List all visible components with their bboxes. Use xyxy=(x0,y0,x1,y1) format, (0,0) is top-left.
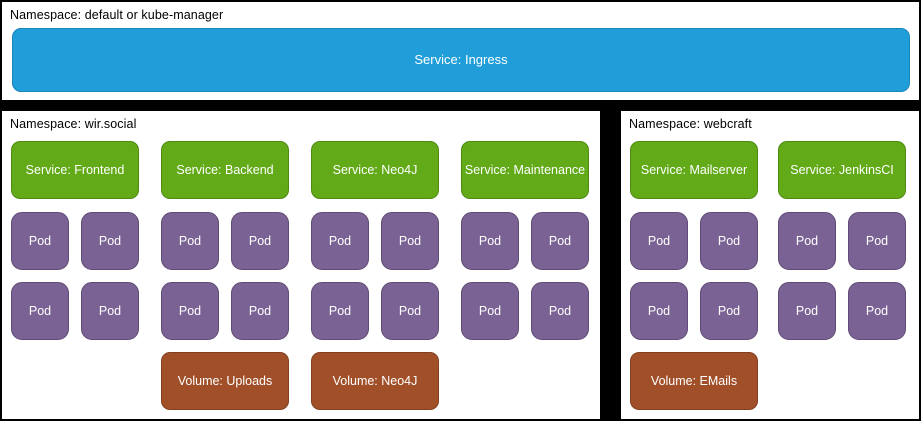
service-mailserver[interactable]: Service: Mailserver xyxy=(630,141,758,199)
pod[interactable]: Pod xyxy=(81,282,139,340)
namespace-label-default: Namespace: default or kube-manager xyxy=(10,8,224,22)
pod[interactable]: Pod xyxy=(700,282,758,340)
service-ingress[interactable]: Service: Ingress xyxy=(12,28,910,92)
service-frontend[interactable]: Service: Frontend xyxy=(11,141,139,199)
pod[interactable]: Pod xyxy=(630,212,688,270)
pod[interactable]: Pod xyxy=(531,212,589,270)
namespace-label-webcraft: Namespace: webcraft xyxy=(629,117,752,131)
pod[interactable]: Pod xyxy=(848,212,906,270)
pod[interactable]: Pod xyxy=(161,282,219,340)
pod[interactable]: Pod xyxy=(461,282,519,340)
pod[interactable]: Pod xyxy=(700,212,758,270)
volume-emails[interactable]: Volume: EMails xyxy=(630,352,758,410)
pod[interactable]: Pod xyxy=(11,212,69,270)
pod[interactable]: Pod xyxy=(381,282,439,340)
volume-uploads[interactable]: Volume: Uploads xyxy=(161,352,289,410)
pod[interactable]: Pod xyxy=(311,282,369,340)
namespace-panel-default: Namespace: default or kube-manager Servi… xyxy=(1,1,920,101)
pod[interactable]: Pod xyxy=(848,282,906,340)
pod[interactable]: Pod xyxy=(81,212,139,270)
pod[interactable]: Pod xyxy=(461,212,519,270)
pod[interactable]: Pod xyxy=(630,282,688,340)
pod[interactable]: Pod xyxy=(161,212,219,270)
volume-neo4j[interactable]: Volume: Neo4J xyxy=(311,352,439,410)
pod[interactable]: Pod xyxy=(311,212,369,270)
pod[interactable]: Pod xyxy=(11,282,69,340)
pod[interactable]: Pod xyxy=(531,282,589,340)
pod[interactable]: Pod xyxy=(231,282,289,340)
pod[interactable]: Pod xyxy=(381,212,439,270)
pod[interactable]: Pod xyxy=(778,212,836,270)
service-backend[interactable]: Service: Backend xyxy=(161,141,289,199)
namespace-label-wir-social: Namespace: wir.social xyxy=(10,117,137,131)
pod[interactable]: Pod xyxy=(231,212,289,270)
service-neo4j[interactable]: Service: Neo4J xyxy=(311,141,439,199)
pod[interactable]: Pod xyxy=(778,282,836,340)
service-jenkinsci[interactable]: Service: JenkinsCI xyxy=(778,141,906,199)
service-maintenance[interactable]: Service: Maintenance xyxy=(461,141,589,199)
